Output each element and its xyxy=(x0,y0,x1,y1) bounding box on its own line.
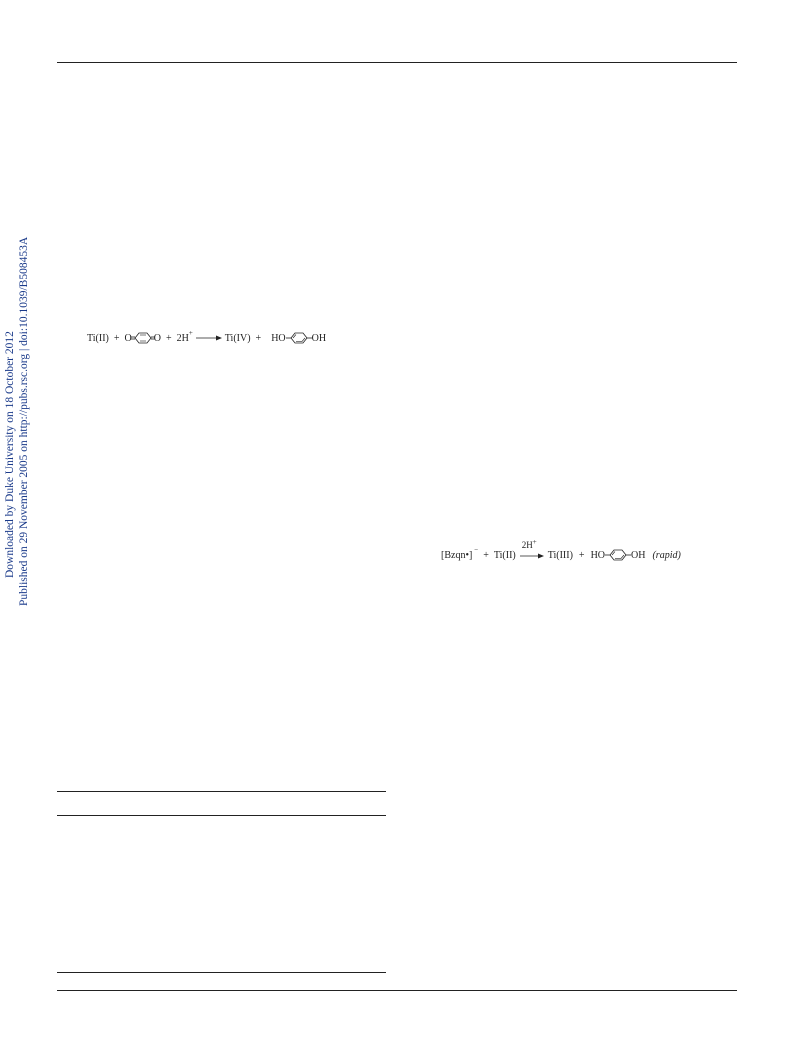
benzoquinone-ring-icon xyxy=(130,332,155,344)
eq1-reactant-ti2: Ti(II) xyxy=(87,332,109,344)
eq1-protons: 2H xyxy=(176,332,189,344)
hydroquinone-ring-icon-2 xyxy=(605,549,632,561)
eq1-hydroquinone-right: OH xyxy=(311,332,327,344)
eq1-hydroquinone-left: HO xyxy=(271,332,286,344)
eq2-reactant-ti2: Ti(II) xyxy=(493,549,516,561)
table-bottom-rule xyxy=(57,972,386,973)
eq2-arrow-label: 2H+ xyxy=(521,538,537,550)
header-rule xyxy=(57,62,737,63)
table-header-rule xyxy=(57,815,386,816)
eq2-arrow-label-charge: + xyxy=(532,538,537,546)
equation-1: Ti(II) + O O + 2H+ Ti(IV) + HO xyxy=(87,329,327,346)
hydroquinone-ring-icon xyxy=(285,332,312,344)
eq1-quinone-right-o: O xyxy=(153,332,161,344)
eq1-plus-3: + xyxy=(255,332,262,344)
eq1-proton-charge: + xyxy=(188,329,193,337)
eq2-hydroquinone-right: OH xyxy=(631,549,646,561)
download-watermark: Downloaded by Duke University on 18 Octo… xyxy=(0,0,40,1040)
reaction-arrow-icon xyxy=(195,333,222,343)
eq1-quinone-left-o: O xyxy=(124,332,132,344)
eq2-hydroquinone-left: HO xyxy=(590,549,606,561)
footer-rule xyxy=(57,990,737,991)
eq1-plus-2: + xyxy=(165,332,172,344)
equation-2: [Bzqn•]− + Ti(II) 2H+ Ti(III) + HO OH (r… xyxy=(441,538,681,564)
watermark-line-published: Published on 29 November 2005 on http://… xyxy=(18,236,30,606)
eq2-reactant-semiquinone: [Bzqn•] xyxy=(441,549,473,561)
eq1-product-ti4: Ti(IV) xyxy=(224,332,251,344)
eq2-rapid-note: (rapid) xyxy=(652,549,681,561)
watermark-line-downloaded: Downloaded by Duke University on 18 Octo… xyxy=(4,331,16,578)
eq2-arrow-label-protons: 2H xyxy=(521,540,533,550)
eq2-product-ti3: Ti(III) xyxy=(547,549,573,561)
eq2-plus-2: + xyxy=(578,549,585,561)
reaction-arrow-labeled-icon: 2H+ xyxy=(519,538,544,563)
eq2-semiquinone-charge: − xyxy=(474,546,479,554)
eq1-plus-1: + xyxy=(113,332,120,344)
eq2-plus-1: + xyxy=(483,549,489,561)
table-top-rule xyxy=(57,791,386,792)
